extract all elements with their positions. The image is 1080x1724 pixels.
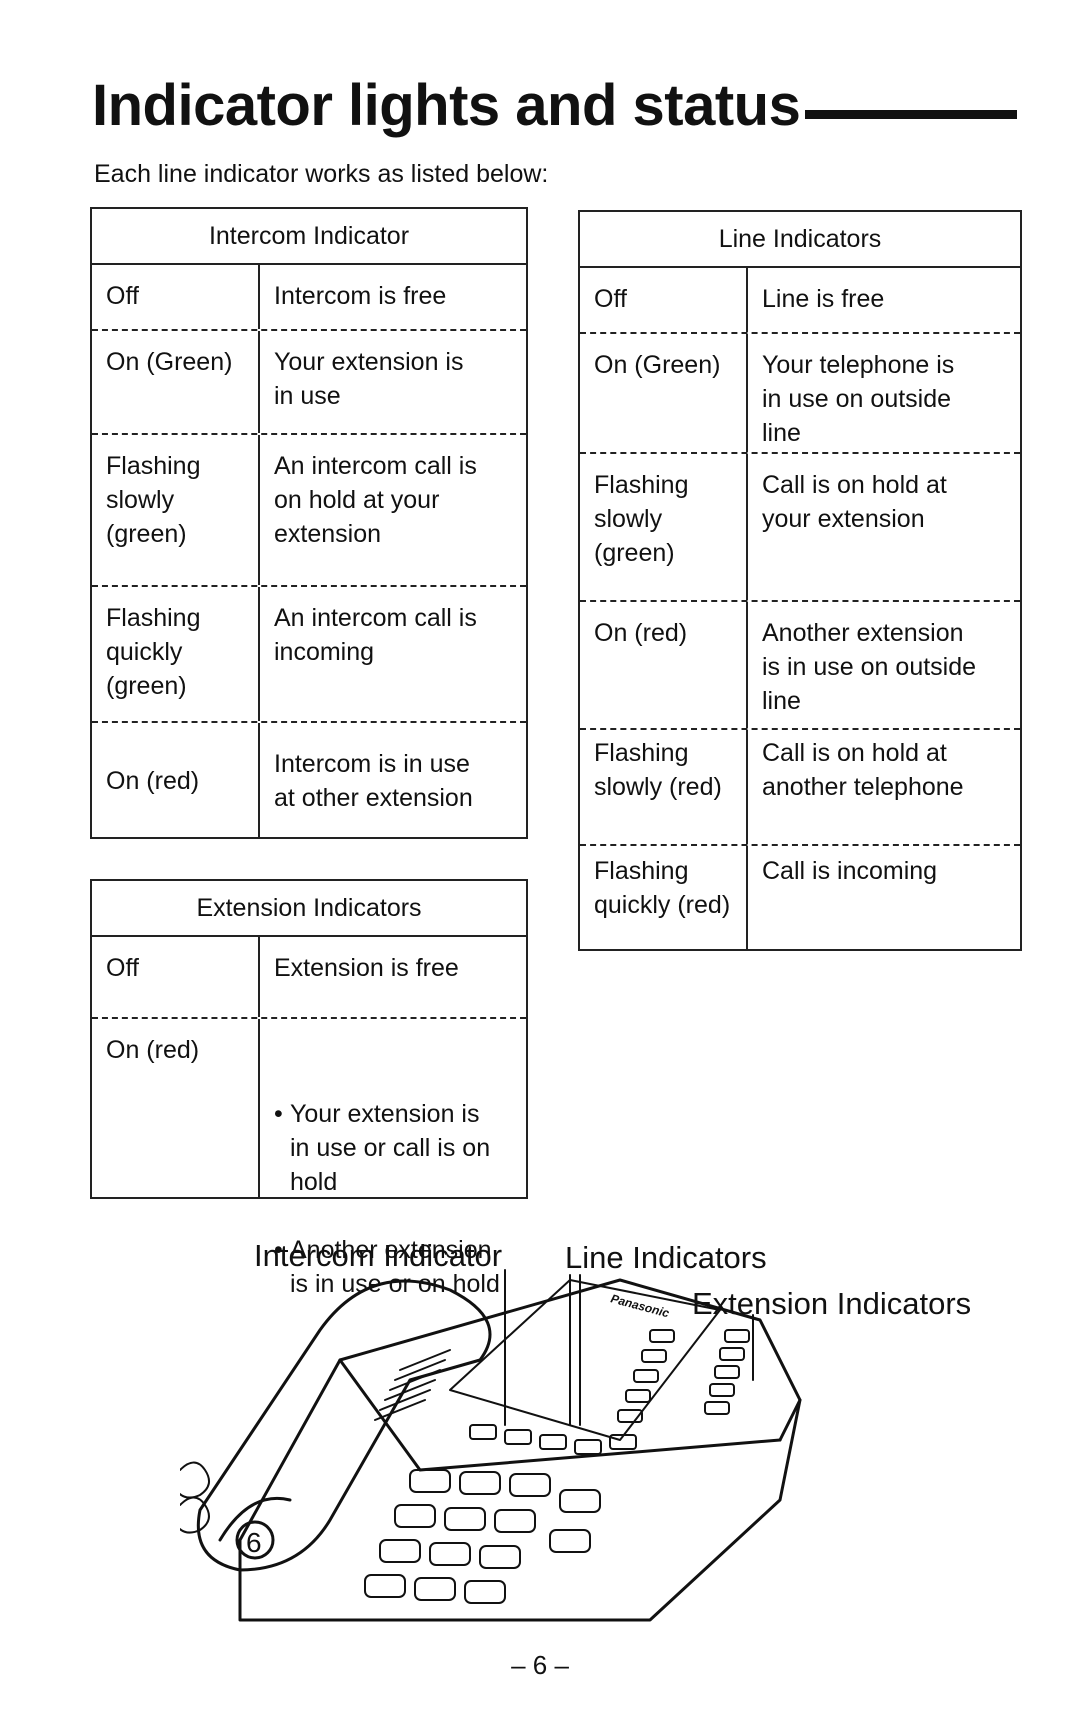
state-cell: Flashing slowly (red) xyxy=(580,730,748,844)
keypad-digit: 6 xyxy=(246,1527,262,1558)
bullet-item: Another extension is in use or on hold xyxy=(274,1233,516,1301)
state-cell: On (red) xyxy=(92,723,260,839)
intercom-table-header: Intercom Indicator xyxy=(92,209,526,265)
extension-indicator-table: Extension Indicators Off Extension is fr… xyxy=(90,879,528,1298)
label-line-indicators: Line Indicators xyxy=(565,1240,767,1275)
meaning-cell: Your extension is in use xyxy=(274,348,464,410)
state-cell: Flashing quickly (green) xyxy=(92,587,260,721)
state-cell: Flashing slowly (green) xyxy=(92,435,260,585)
table-row: Off Intercom is free xyxy=(92,265,526,329)
state-cell: On (Green) xyxy=(580,334,748,452)
table-row: On (red) Intercom is in use at other ext… xyxy=(92,721,526,839)
label-intercom-indicator: Intercom Indicator xyxy=(254,1238,503,1273)
table-row: Flashing slowly (green) Call is on hold … xyxy=(580,452,1020,600)
extension-table-header: Extension Indicators xyxy=(92,881,526,937)
table-row: On (red) Your extension is in use or cal… xyxy=(92,1017,526,1298)
page-title: Indicator lights and status xyxy=(92,73,801,138)
brand-logo: Panasonic xyxy=(609,1291,671,1320)
table-row: On (Green) Your telephone is in use on o… xyxy=(580,332,1020,452)
meaning-cell: An intercom call is incoming xyxy=(274,604,477,666)
state-cell: Flashing quickly (red) xyxy=(580,846,748,951)
title-rule xyxy=(805,110,1017,119)
state-cell: Off xyxy=(92,265,260,329)
meaning-cell: Call is incoming xyxy=(762,857,938,885)
line-indicator-table: Line Indicators Off Line is free On (Gre… xyxy=(578,210,1022,951)
meaning-cell: Another extension is in use on outside l… xyxy=(762,619,977,715)
line-table-header: Line Indicators xyxy=(580,212,1020,268)
table-row: Flashing quickly (green) An intercom cal… xyxy=(92,585,526,721)
meaning-cell: Intercom is in use at other extension xyxy=(274,750,473,812)
meaning-cell: Your telephone is in use on outside line xyxy=(762,351,955,447)
meaning-cell: Your extension is in use or call is on h… xyxy=(260,1019,526,1298)
telephone-illustration: Panasonic 6 xyxy=(180,1269,802,1622)
table-row: On (Green) Your extension is in use xyxy=(92,329,526,433)
intercom-indicator-table: Intercom Indicator Off Intercom is free … xyxy=(90,207,528,839)
state-cell: On (red) xyxy=(92,1019,260,1199)
state-cell: Off xyxy=(580,268,748,332)
state-cell: Off xyxy=(92,937,260,1017)
intro-text: Each line indicator works as listed belo… xyxy=(94,160,549,188)
table-row: On (red) Another extension is in use on … xyxy=(580,600,1020,728)
meaning-cell: Intercom is free xyxy=(274,282,447,310)
table-row: Flashing quickly (red) Call is incoming xyxy=(580,844,1020,951)
page-number: – 6 – xyxy=(511,1650,569,1680)
state-cell: Flashing slowly (green) xyxy=(580,454,748,600)
meaning-cell: Call is on hold at another telephone xyxy=(762,739,964,801)
table-row: Off Line is free xyxy=(580,268,1020,332)
bullet-item: Your extension is in use or call is on h… xyxy=(274,1097,516,1199)
table-row: Flashing slowly (red) Call is on hold at… xyxy=(580,728,1020,844)
meaning-cell: An intercom call is on hold at your exte… xyxy=(274,452,477,548)
meaning-cell: Line is free xyxy=(762,285,885,313)
table-row: Flashing slowly (green) An intercom call… xyxy=(92,433,526,585)
table-row: Off Extension is free xyxy=(92,937,526,1017)
meaning-cell: Extension is free xyxy=(274,954,459,982)
meaning-cell: Call is on hold at your extension xyxy=(762,471,947,533)
state-cell: On (Green) xyxy=(92,331,260,433)
state-cell: On (red) xyxy=(580,602,748,728)
